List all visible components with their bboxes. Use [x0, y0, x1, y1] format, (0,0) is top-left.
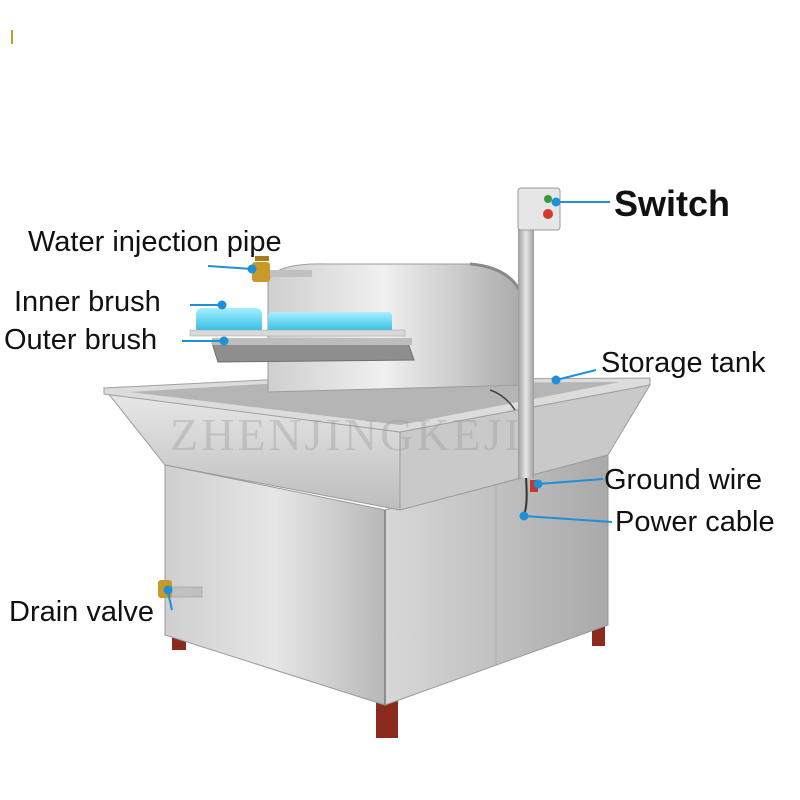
callout-tank-line: [555, 369, 597, 381]
label-ground-wire: Ground wire: [604, 464, 762, 496]
faucet-body: [252, 262, 270, 282]
switch-button-red: [543, 209, 553, 219]
water-pipe: [262, 270, 312, 277]
label-storage-tank: Storage tank: [601, 347, 766, 379]
label-power-cable: Power cable: [615, 506, 775, 538]
callout-drain-line: [167, 591, 173, 611]
label-switch: Switch: [614, 183, 731, 224]
callout-switch-dot: [551, 197, 561, 207]
callout-water-dot: [247, 264, 257, 274]
faucet-handle: [255, 256, 269, 261]
callout-power-line: [523, 515, 613, 523]
inner-brush-right: [268, 312, 392, 334]
outer-brush-bar: [212, 338, 412, 345]
label-outer-brush: Outer brush: [4, 324, 158, 356]
callout-tank-dot: [551, 375, 561, 385]
internal-cable-line: [489, 389, 516, 411]
callout-outer-dot: [219, 336, 229, 346]
callout-power-dot: [519, 511, 529, 521]
callout-inner-dot: [217, 300, 227, 310]
label-drain-valve: Drain valve: [9, 596, 155, 628]
watermark-text: ZHENJINGKEJI: [170, 409, 523, 460]
callout-ground-dot: [533, 479, 543, 489]
outer-brush-tray: [211, 342, 415, 363]
callout-drain-dot: [163, 585, 173, 595]
callout-lines: [163, 197, 613, 611]
callout-ground-line: [537, 478, 604, 485]
label-inner-brush: Inner brush: [14, 286, 161, 318]
switch-box: [517, 187, 561, 231]
switch-button-green: [544, 195, 552, 203]
switch-pole: [518, 228, 534, 478]
label-water-injection-pipe: Water injection pipe: [28, 226, 282, 258]
callout-water-line: [207, 265, 253, 270]
leg-front-right: [376, 700, 398, 738]
brush-shaft: [189, 329, 406, 337]
inner-brush-left: [196, 308, 262, 334]
